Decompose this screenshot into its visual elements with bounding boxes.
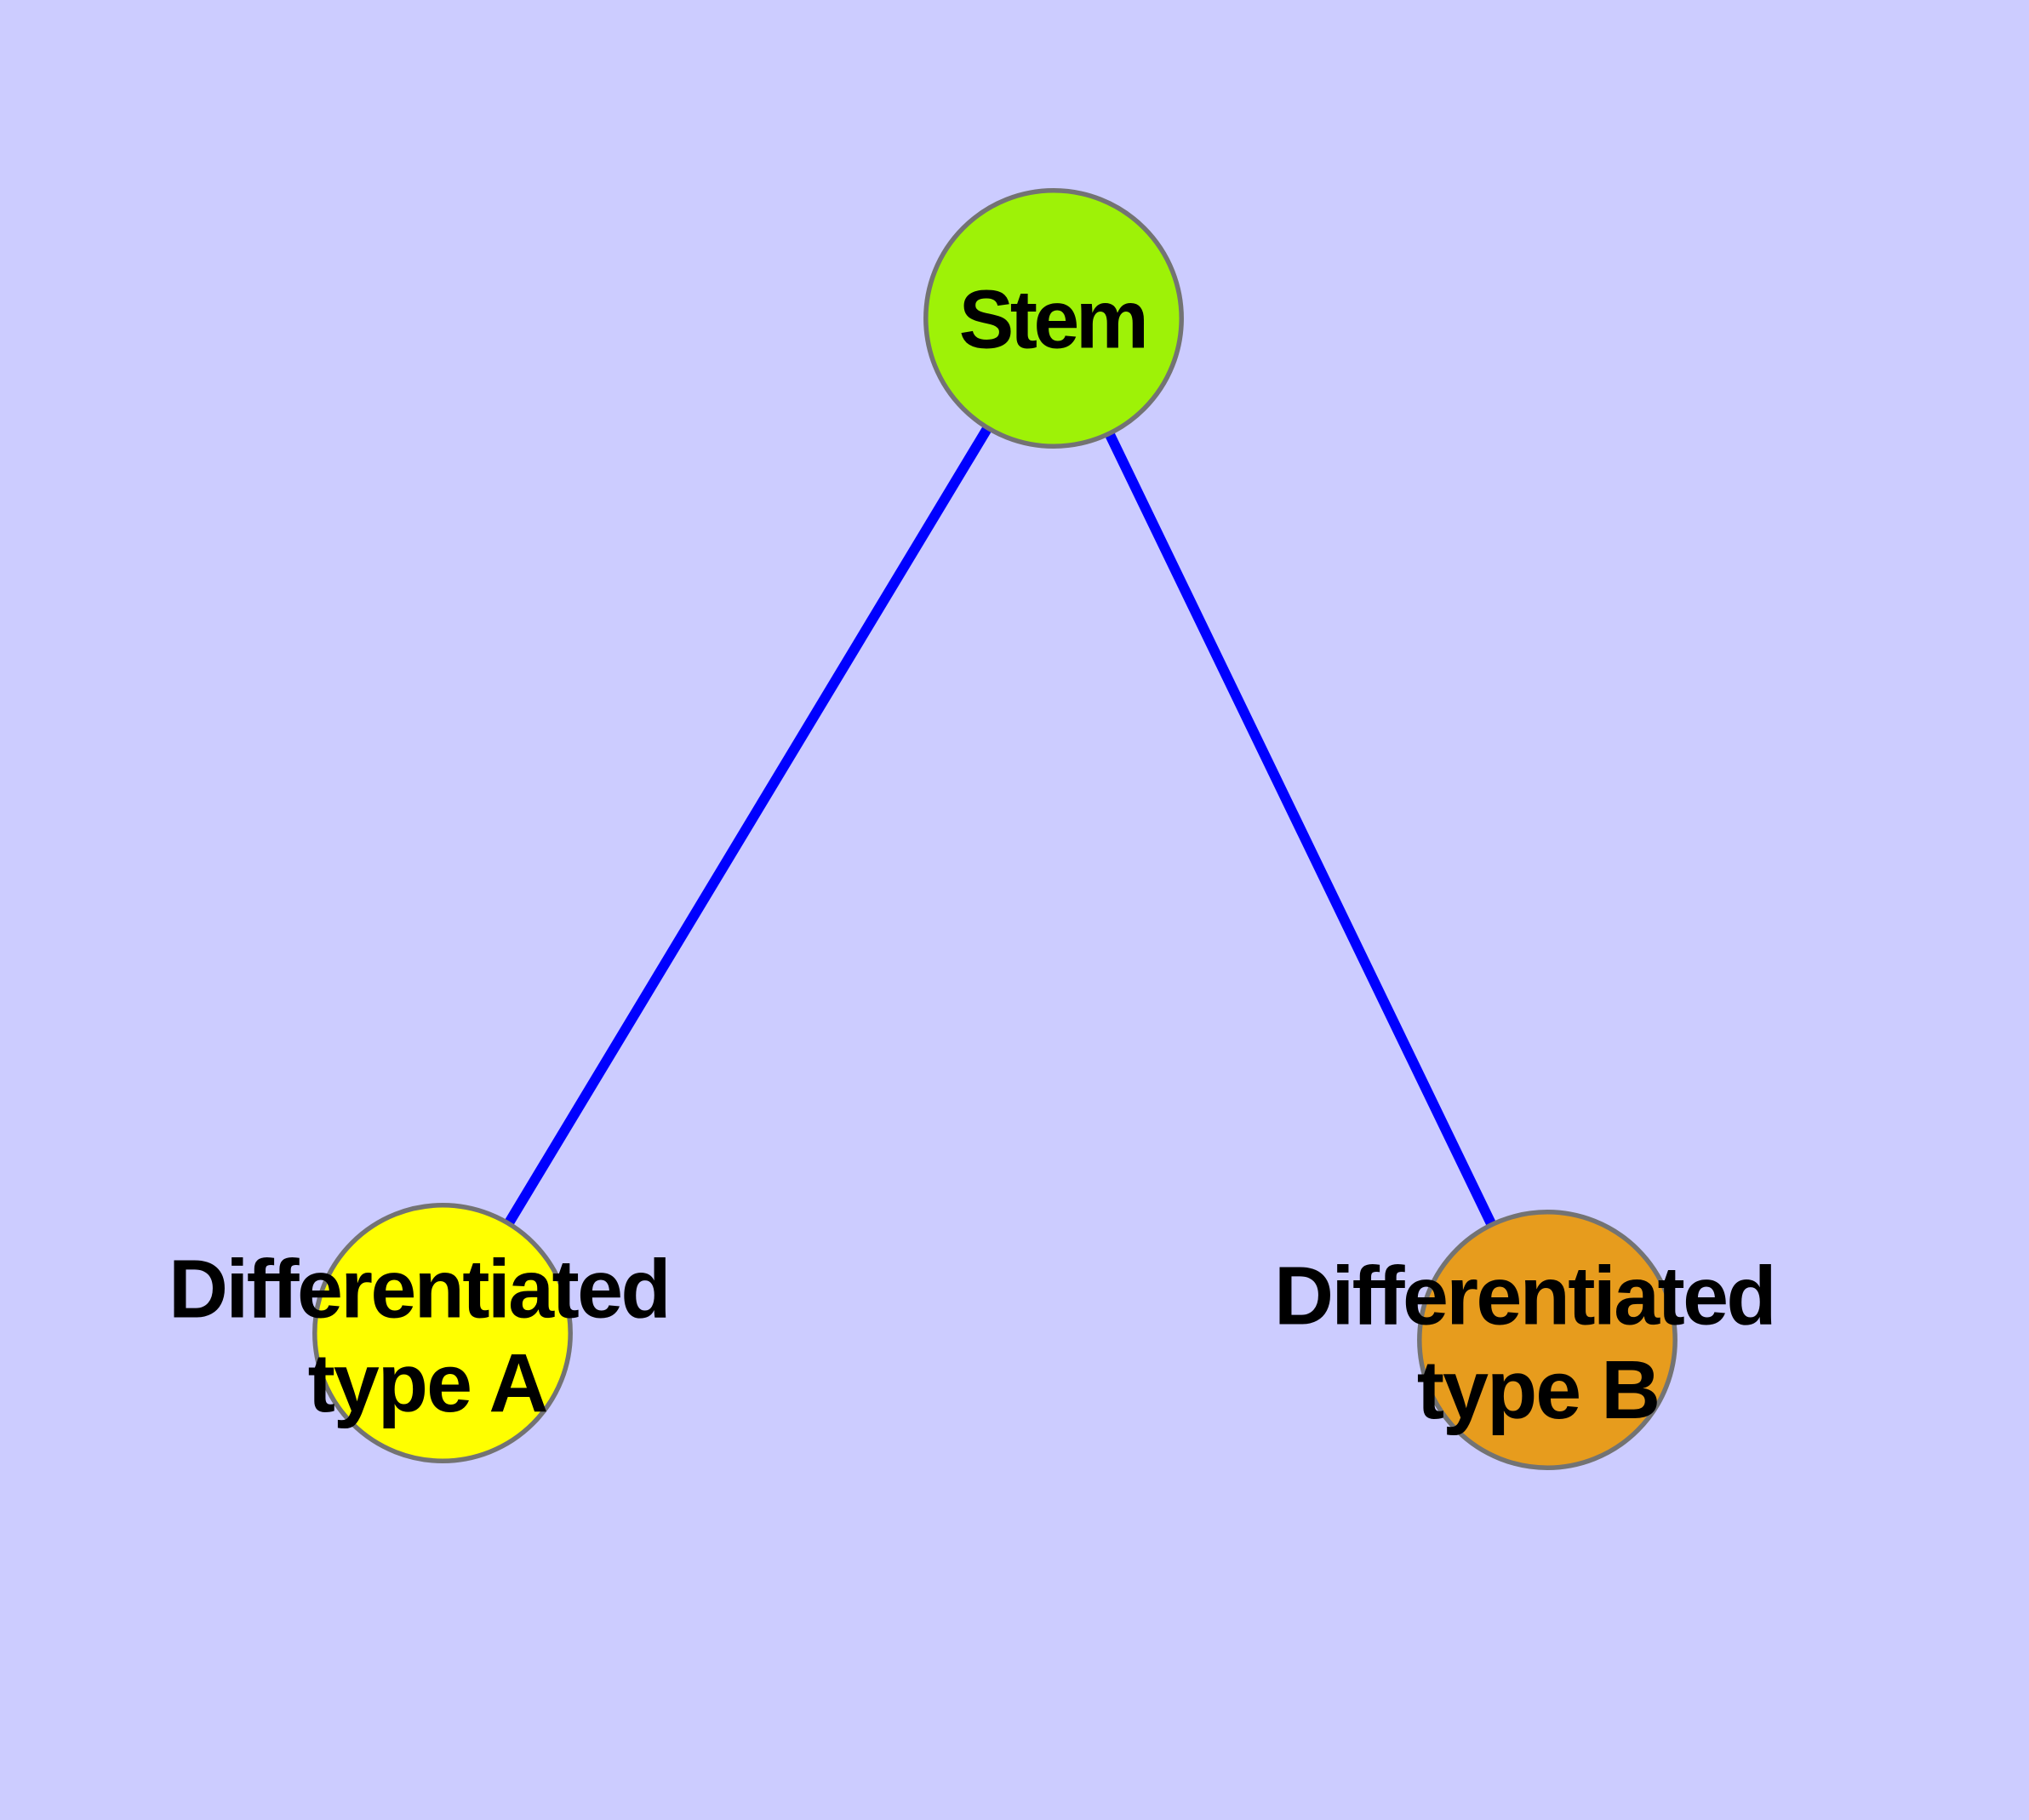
svg-text:Differentiated: Differentiated — [169, 1243, 669, 1336]
svg-text:Stem: Stem — [959, 273, 1146, 366]
svg-text:Differentiated: Differentiated — [1274, 1250, 1775, 1342]
svg-text:type A: type A — [308, 1336, 547, 1429]
svg-text:type B: type B — [1417, 1343, 1659, 1436]
